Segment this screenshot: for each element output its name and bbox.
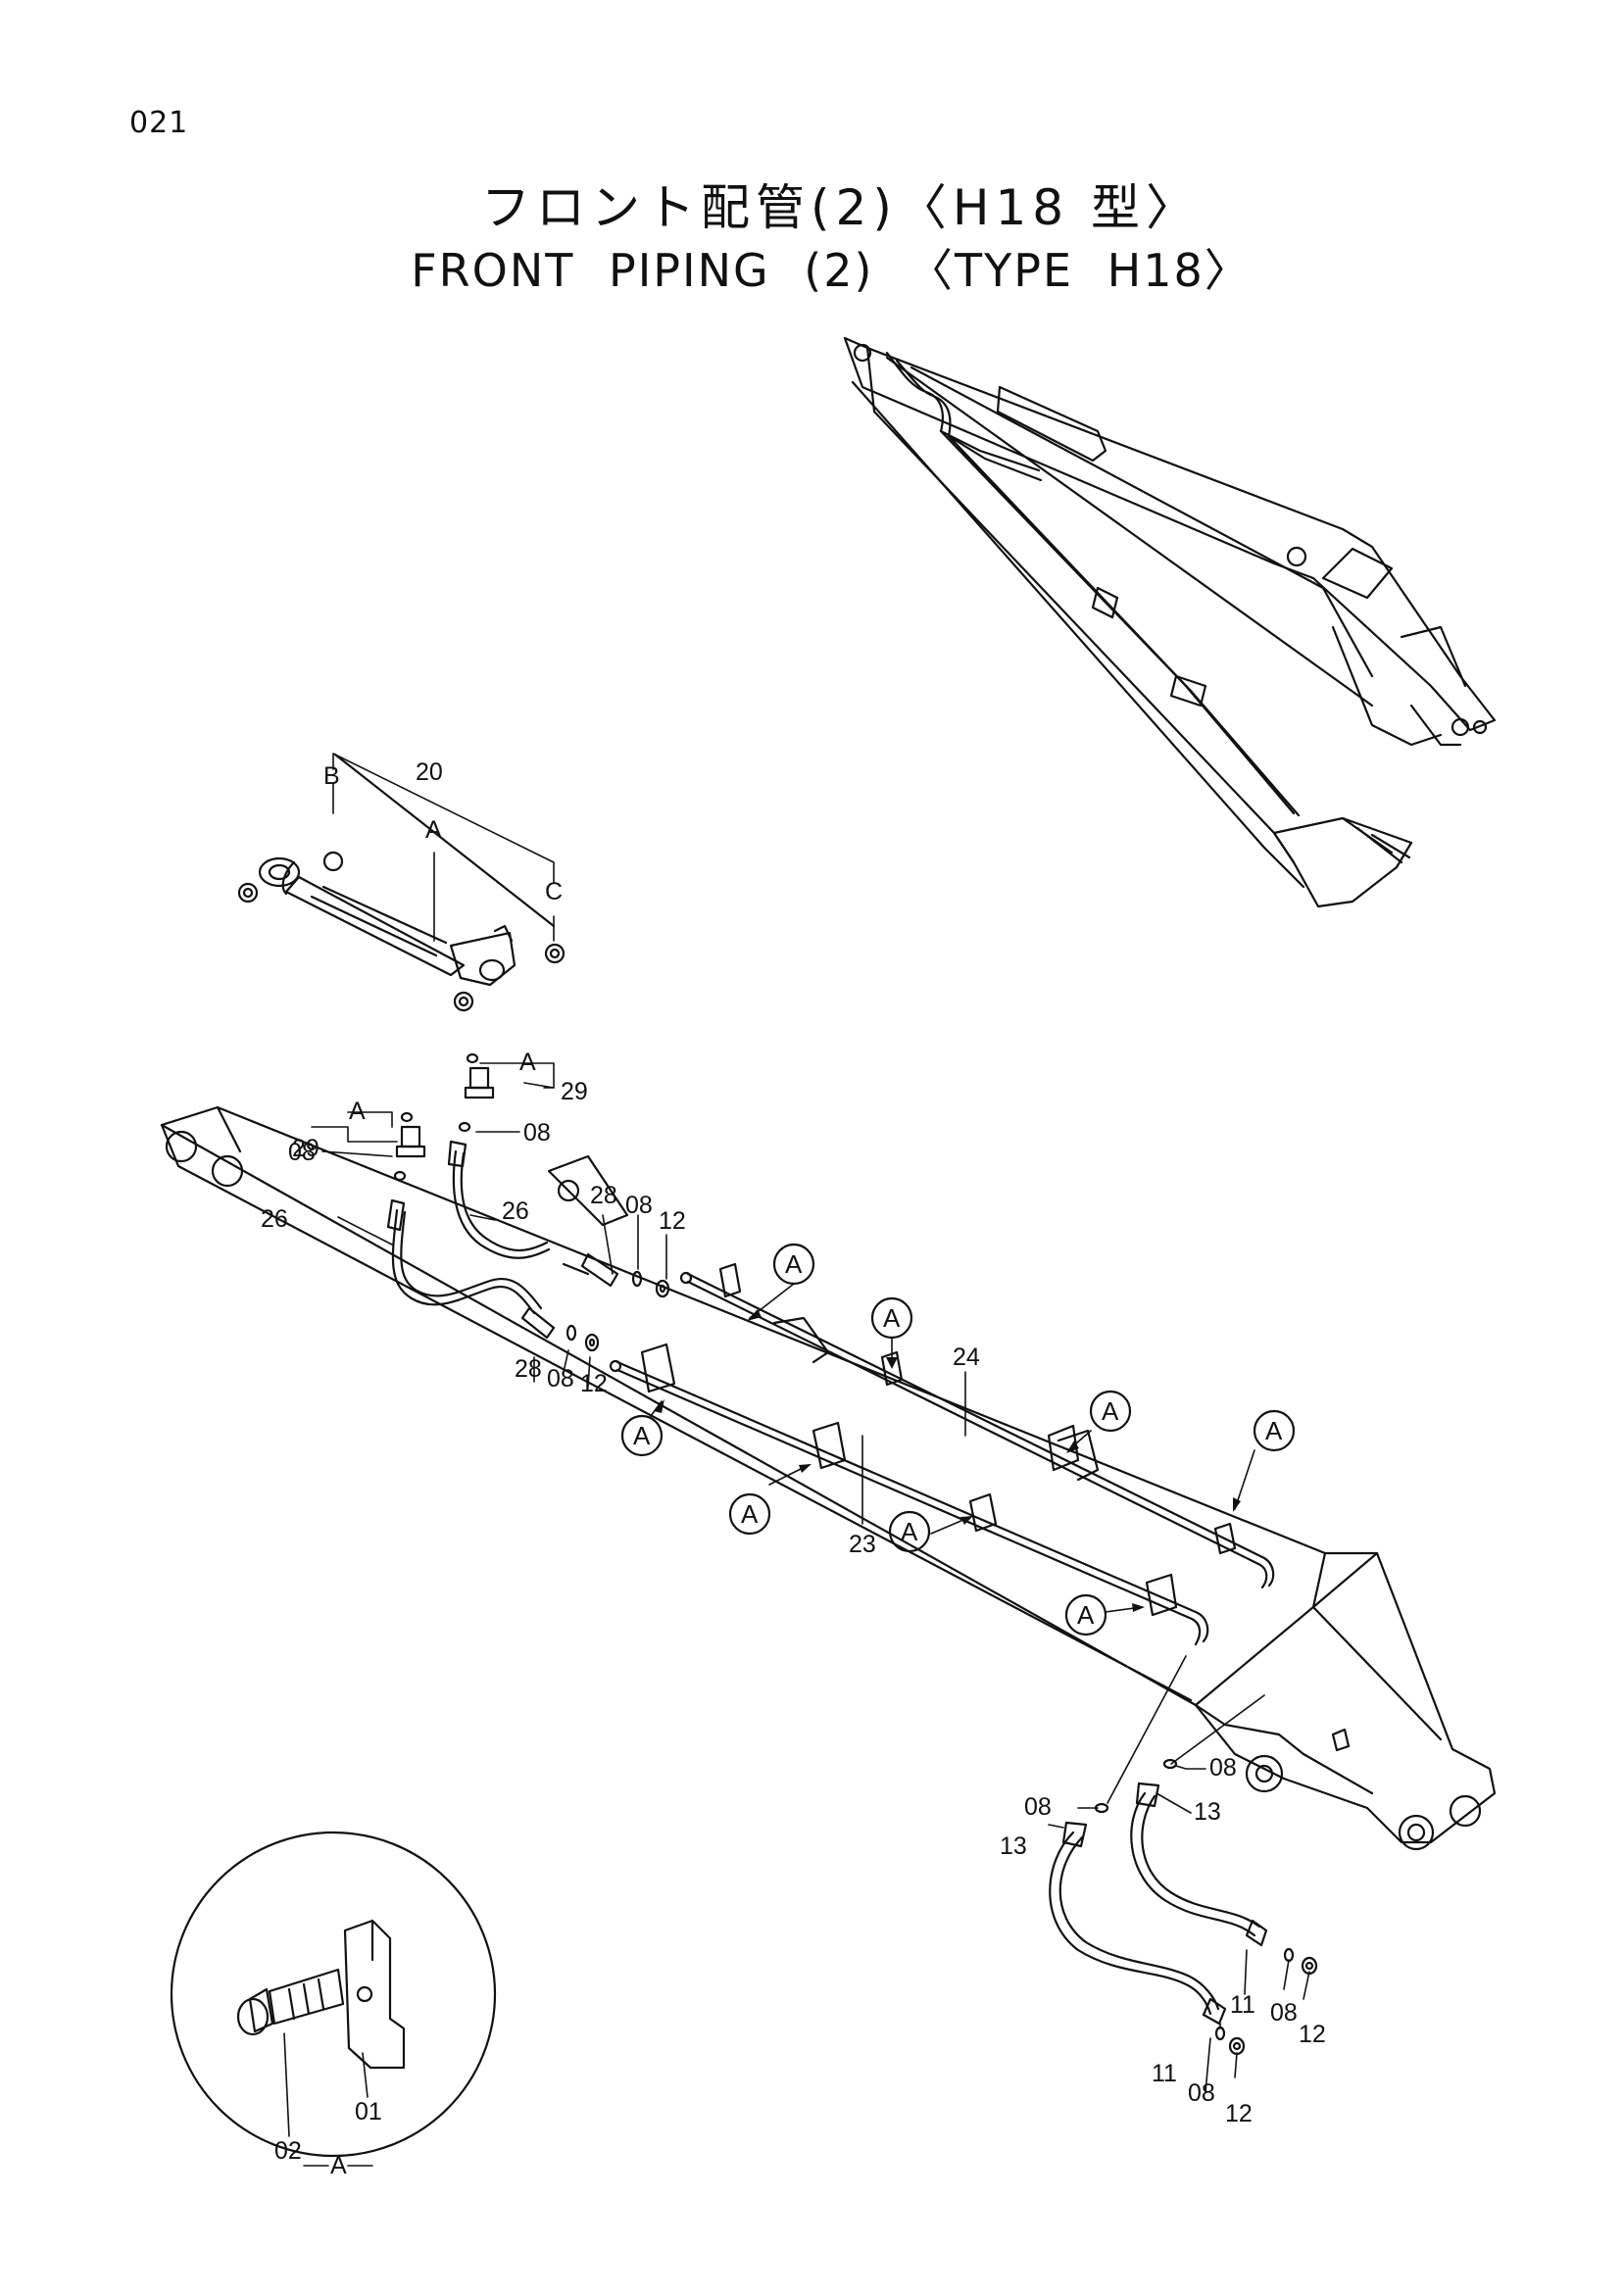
ref-circle-a-2: A: [883, 1303, 901, 1333]
leader-lines: [283, 753, 1310, 2167]
fitting-29-right: [464, 1066, 495, 1099]
hose-11-13-front: [1049, 1821, 1227, 2026]
label-a-right: A: [519, 1049, 536, 1076]
hose-26-right: [447, 1140, 619, 1288]
front-attachment-overview: [843, 336, 1497, 908]
ref-circle-a-8: A: [1077, 1600, 1095, 1630]
label-26-left: 26: [261, 1205, 288, 1233]
reference-circles: [620, 1243, 1296, 1637]
label-13-left: 13: [1000, 1832, 1027, 1860]
label-02: 02: [274, 2137, 302, 2165]
label-08-rear: 08: [1270, 1999, 1298, 2027]
label-a-top: A: [425, 816, 442, 844]
label-08-left: 08: [288, 1139, 316, 1166]
label-11-rear: 11: [1230, 1991, 1255, 2019]
label-a-left: A: [349, 1098, 366, 1125]
label-12-front: 12: [1225, 2100, 1253, 2127]
label-26-right: 26: [502, 1197, 529, 1225]
ref-circle-a-5: A: [633, 1421, 651, 1450]
detail-a-circle: [170, 1831, 497, 2158]
label-24: 24: [953, 1343, 980, 1371]
label-a-detail: A: [330, 2152, 347, 2179]
label-08-upper: 08: [523, 1119, 551, 1147]
label-28-top: 28: [590, 1182, 617, 1209]
hose-11-13-rear: [1130, 1782, 1268, 1947]
arrowheads: [654, 1309, 1241, 1612]
ref-circle-a-7: A: [901, 1517, 918, 1546]
label-11-front: 11: [1152, 2060, 1177, 2087]
label-08-lower-right: 08: [1209, 1754, 1237, 1782]
label-08-front: 08: [1188, 2079, 1215, 2107]
label-08-top: 08: [625, 1192, 653, 1219]
arm-body: [160, 1105, 1497, 1851]
label-12-rear: 12: [1299, 2021, 1326, 2048]
callout-labels: 20 B A C A 29 A 29 08 08 26 26 28 08 12 …: [261, 758, 1326, 2179]
label-28-bottom: 28: [515, 1355, 542, 1383]
label-29-left: 29: [292, 1135, 320, 1162]
label-c: C: [545, 878, 563, 905]
hose-26-left: [386, 1198, 556, 1340]
label-20: 20: [416, 758, 443, 786]
arm-cylinder: [237, 753, 566, 1012]
label-29-right: 29: [561, 1078, 588, 1105]
ref-circle-a-4: A: [1265, 1416, 1283, 1445]
page-number: 021: [129, 106, 189, 140]
label-12-top: 12: [659, 1207, 686, 1235]
label-13-right: 13: [1194, 1798, 1221, 1826]
o-rings-lower: [1094, 1758, 1318, 2056]
fitting-29-left: [395, 1125, 426, 1158]
ref-circle-a-3: A: [1102, 1396, 1119, 1426]
ref-circle-a-6: A: [741, 1499, 759, 1529]
label-12-bottom: 12: [580, 1370, 608, 1397]
ref-circle-a-1: A: [785, 1249, 803, 1279]
label-08-bottom: 08: [547, 1365, 574, 1392]
o-rings-middle: [393, 1052, 670, 1352]
label-b: B: [323, 762, 340, 790]
pipe-23: [609, 1271, 1209, 1646]
label-08-lower-left: 08: [1024, 1793, 1052, 1821]
label-01: 01: [355, 2098, 382, 2125]
pipe-24: [686, 1262, 1275, 1589]
title-japanese: フロント配管(2)〈H18 型〉: [481, 179, 1201, 236]
title-english: FRONT PIPING (2) 〈TYPE H18〉: [411, 244, 1252, 297]
label-23: 23: [849, 1531, 876, 1558]
